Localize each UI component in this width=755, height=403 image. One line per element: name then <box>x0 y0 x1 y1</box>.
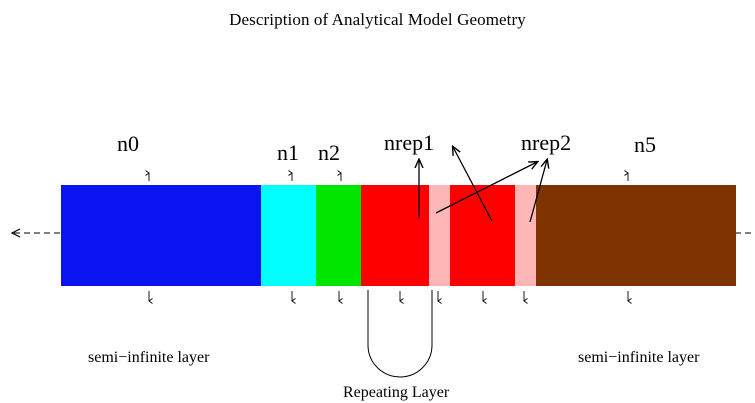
top-tick-arrows <box>145 170 629 181</box>
layer-rep1-a-block <box>361 185 429 286</box>
layer-rep2-b-block <box>515 185 536 286</box>
label-n2: n2 <box>318 140 340 165</box>
label-n1: n1 <box>277 140 299 165</box>
layer-n0-block <box>61 185 261 286</box>
label-nrep1: nrep1 <box>384 130 434 155</box>
repeating-layer-label: Repeating Layer <box>343 384 450 401</box>
layer-rep2-a-block <box>450 185 515 286</box>
repeating-layer-bracket <box>367 290 433 378</box>
bottom-tick-arrows <box>148 291 632 304</box>
nrep2-arrow-up <box>529 160 547 223</box>
diagram-title: Description of Analytical Model Geometry <box>229 10 526 29</box>
nrep1-arrow-diag <box>453 147 493 222</box>
layer-rep1-b-block <box>429 185 450 286</box>
layer-n5-block <box>536 185 736 286</box>
label-nrep2: nrep2 <box>521 130 571 155</box>
semi-infinite-label-right: semi−infinite layer <box>578 349 700 366</box>
nrep2-arrow-cross <box>435 162 537 214</box>
incident-beam-arrowhead <box>10 228 21 238</box>
layer-n2-block <box>316 185 361 286</box>
label-n5: n5 <box>634 132 656 157</box>
semi-infinite-label-left: semi−infinite layer <box>88 349 210 366</box>
layer-n1-block <box>261 185 316 286</box>
label-n0: n0 <box>117 131 139 156</box>
